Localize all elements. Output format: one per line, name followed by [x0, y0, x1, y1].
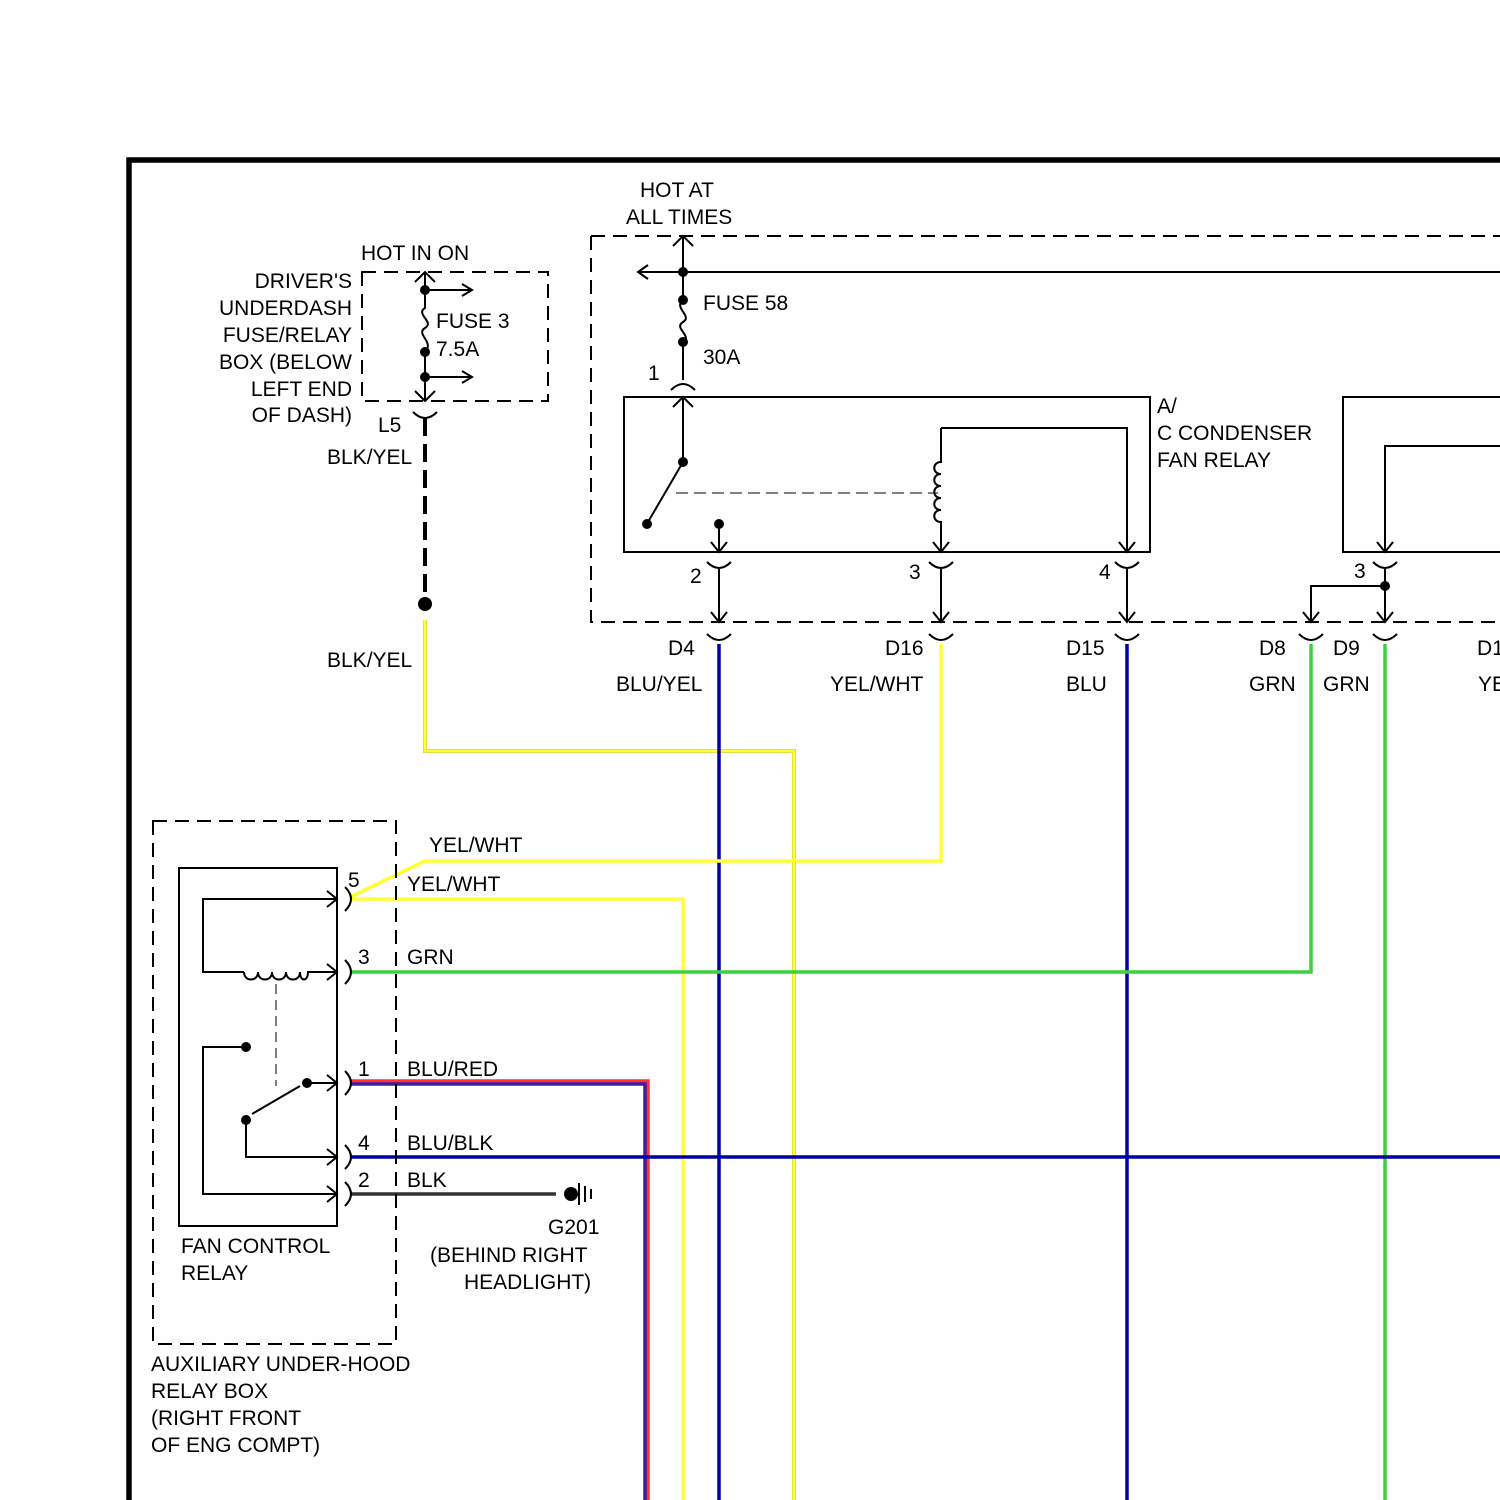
fan-relay-common-lead — [246, 1120, 337, 1157]
drivers-box-line-5: LEFT END — [251, 378, 352, 401]
hot-at-all-times-label-2: ALL TIMES — [626, 206, 732, 229]
aux-box-label-2: RELAY BOX — [151, 1380, 268, 1403]
aux-box-label-1: AUXILIARY UNDER-HOOD — [151, 1353, 410, 1376]
contact-arrows — [327, 1075, 337, 1202]
blk-yel-top-label: BLK/YEL — [327, 446, 412, 469]
wire-color-grn-d9: GRN — [1323, 673, 1370, 696]
relay-switch-contact — [642, 519, 652, 529]
l5-connector — [413, 412, 437, 418]
fan-relay-pin-4: 4 — [358, 1132, 370, 1155]
relay-switch-arm — [648, 462, 683, 522]
connector-d9: D9 — [1333, 637, 1360, 660]
fuse3-symbol — [422, 290, 428, 352]
relay-coil-return — [941, 428, 1135, 552]
fan-relay-pin-2: 2 — [358, 1169, 370, 1192]
ground-symbol — [579, 1183, 591, 1205]
fuse3-rating: 7.5A — [436, 338, 479, 361]
pin-leads-down — [711, 568, 1135, 622]
drivers-box-line-2: UNDERDASH — [219, 297, 352, 320]
ground-g201-dot — [564, 1187, 578, 1201]
fan-control-relay-label-2: RELAY — [181, 1262, 248, 1285]
ac-relay-pin-2: 2 — [690, 565, 702, 588]
ac-relay-pin-3: 3 — [909, 561, 921, 584]
d-connectors — [707, 634, 1397, 640]
wire-color-yel-wht: YEL/WHT — [830, 673, 924, 696]
fuse3-branch-top — [425, 284, 472, 296]
wire-color-blu: BLU — [1066, 673, 1107, 696]
wire-label-yel-wht-upper: YEL/WHT — [429, 834, 523, 857]
ground-g201-desc-2: HEADLIGHT) — [464, 1271, 591, 1294]
wire-yel-wht-pin5 — [350, 899, 683, 1500]
relay-pin2-lead — [711, 524, 727, 552]
ac-relay-label-2: C CONDENSER — [1157, 422, 1312, 445]
drivers-box-line-3: FUSE/RELAY — [223, 324, 352, 347]
ac-relay-label-3: FAN RELAY — [1157, 449, 1271, 472]
connector-d8: D8 — [1259, 637, 1286, 660]
wire-label-blu-blk: BLU/BLK — [407, 1132, 493, 1155]
pin-connectors-upper — [707, 562, 1139, 568]
ground-g201-desc-1: (BEHIND RIGHT — [430, 1244, 588, 1267]
second-relay-split — [1303, 568, 1393, 622]
wire-label-grn: GRN — [407, 946, 454, 969]
fuse3-name: FUSE 3 — [436, 310, 510, 333]
second-relay-junction — [1380, 581, 1390, 591]
second-relay-box — [1343, 397, 1500, 552]
aux-box-label-3: (RIGHT FRONT — [151, 1407, 301, 1430]
fuse58-pin-number: 1 — [648, 362, 660, 385]
bus-line — [638, 265, 1500, 279]
relay-switch-common — [673, 397, 693, 462]
fan-relay-nc-lead — [203, 1047, 337, 1194]
wire-color-grn-d8: GRN — [1249, 673, 1296, 696]
connector-l5: L5 — [378, 414, 401, 437]
connector-d1x: D1 — [1477, 637, 1500, 660]
fan-relay-pin-connectors — [345, 887, 351, 1206]
drivers-box-label: DRIVER'S UNDERDASH FUSE/RELAY BOX (BELOW… — [219, 270, 352, 427]
hot-at-all-times-label-1: HOT AT — [640, 179, 714, 202]
connector-d16: D16 — [885, 637, 924, 660]
second-relay-lead — [1377, 446, 1500, 552]
wire-color-blu-yel: BLU/YEL — [616, 673, 702, 696]
ground-g201-name: G201 — [548, 1216, 599, 1239]
fan-relay-arm — [252, 1086, 300, 1114]
ac-relay-label-1: A/ — [1157, 395, 1177, 418]
drivers-box-line-1: DRIVER'S — [255, 270, 352, 293]
ac-relay-pin-4: 4 — [1099, 561, 1111, 584]
wire-label-yel-wht-lower: YEL/WHT — [407, 873, 501, 896]
connector-d15: D15 — [1066, 637, 1105, 660]
fan-relay-pin-3: 3 — [358, 946, 370, 969]
drivers-fuse-box-outline — [362, 272, 548, 401]
coil-arrows — [327, 891, 337, 980]
fan-relay-pin-5: 5 — [348, 869, 360, 892]
hot-in-on-label: HOT IN ON — [361, 242, 469, 265]
fuse58-name: FUSE 58 — [703, 292, 788, 315]
bus-junction-dot — [678, 267, 688, 277]
second-relay-pin-3: 3 — [1354, 560, 1366, 583]
wire-label-blk: BLK — [407, 1169, 447, 1192]
wire-color-ye-partial: YE — [1478, 673, 1500, 696]
fan-relay-coil-loop — [203, 899, 337, 972]
aux-box-label-4: OF ENG COMPT) — [151, 1434, 320, 1457]
wire-label-blu-red: BLU/RED — [407, 1058, 498, 1081]
ac-condenser-fan-relay-box — [624, 397, 1150, 552]
second-relay-connector — [1373, 562, 1397, 568]
blk-yel-bottom-label: BLK/YEL — [327, 649, 412, 672]
fuse3-branch-bottom — [425, 371, 472, 383]
connector-d4: D4 — [668, 637, 695, 660]
fuse58-rating: 30A — [703, 346, 740, 369]
fuse58-symbol — [680, 300, 686, 342]
fuse58-connector — [671, 384, 695, 390]
drivers-box-line-6: OF DASH) — [252, 404, 352, 427]
relay-coil — [933, 428, 949, 552]
splice-point — [418, 597, 432, 611]
fan-control-relay-label-1: FAN CONTROL — [181, 1235, 330, 1258]
drivers-box-line-4: BOX (BELOW — [219, 351, 352, 374]
fan-relay-pin-1: 1 — [358, 1058, 370, 1081]
fan-relay-coil — [244, 972, 337, 980]
